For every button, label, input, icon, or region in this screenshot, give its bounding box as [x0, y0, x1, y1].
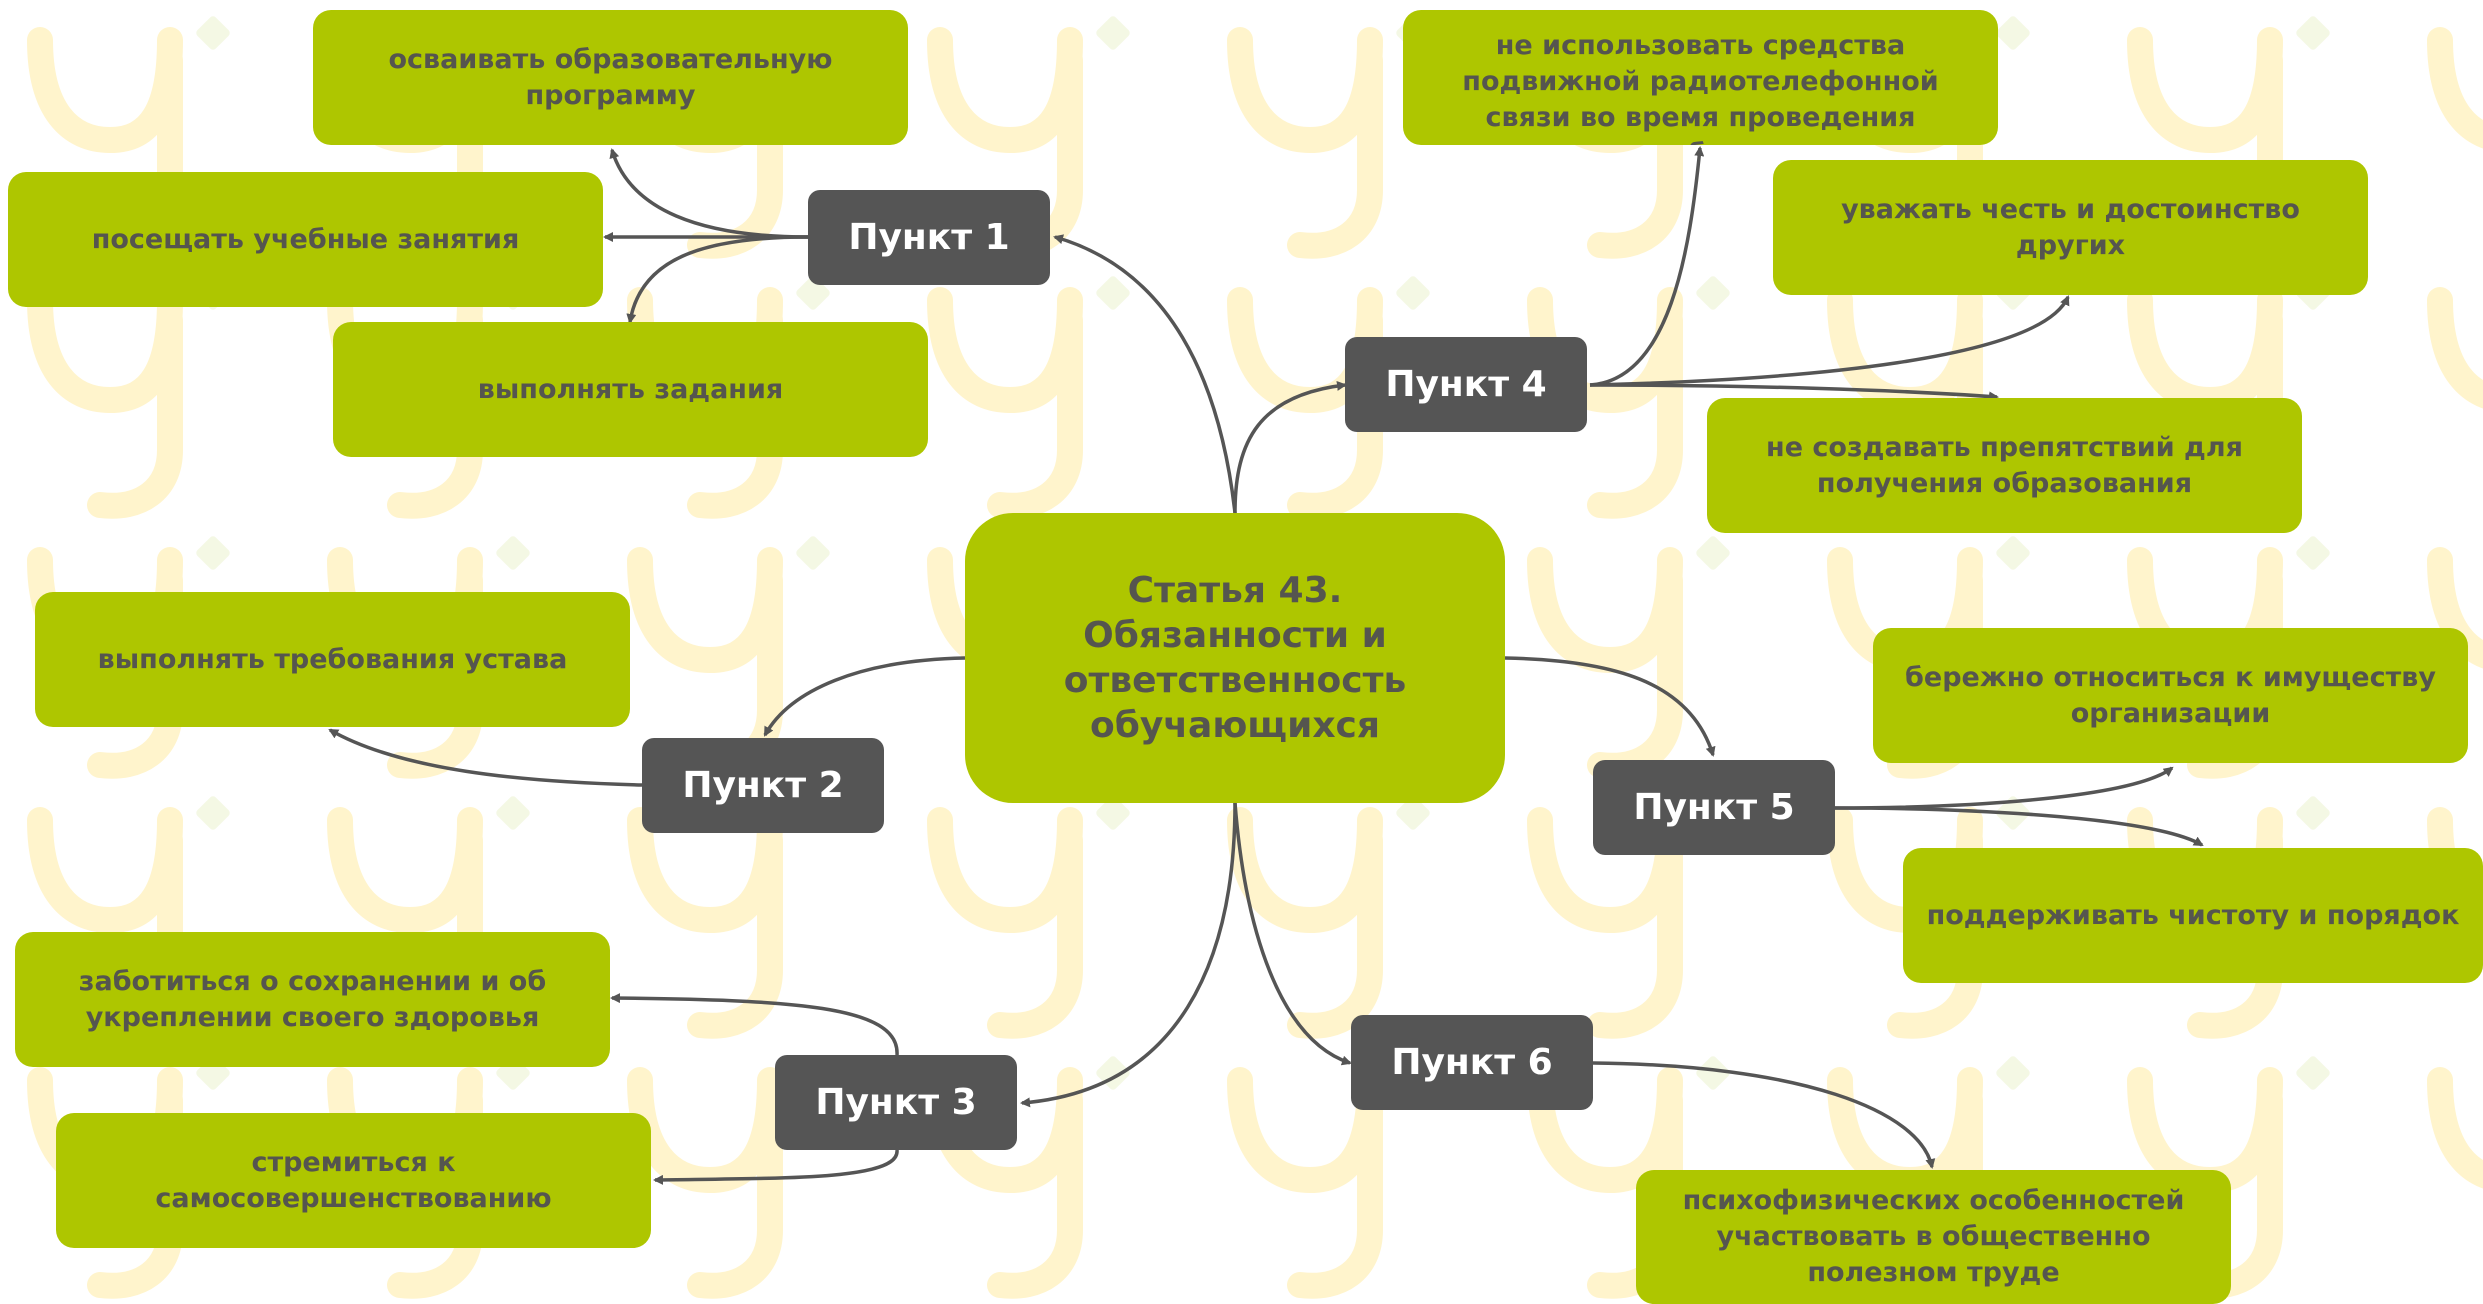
central-topic: Статья 43. Обязанности и ответственность…: [965, 513, 1505, 803]
leaf-p5-1: бережно относиться к имуществу организац…: [1873, 628, 2468, 763]
leaf-p4-3: не создавать препятствий для получения о…: [1707, 398, 2302, 533]
point-5-node: Пункт 5: [1593, 760, 1835, 855]
leaf-p4-2: уважать честь и достоинство других: [1773, 160, 2368, 295]
link-center-p6: [1233, 802, 1352, 1066]
point-4-node: Пункт 4: [1345, 337, 1587, 432]
leaf-p2-1: выполнять требования устава: [35, 592, 630, 727]
link-center-p1: [1053, 234, 1237, 514]
leaf-p6-1: психофизических особенностей участвовать…: [1636, 1170, 2231, 1304]
leaf-p5-2: поддерживать чистоту и порядок: [1903, 848, 2483, 983]
leaf-p4-1: не использовать средства подвижной радио…: [1403, 10, 1998, 145]
link-center-p2: [763, 656, 966, 737]
point-2-node: Пункт 2: [642, 738, 884, 833]
leaf-p3-2: стремиться к самосовершенствованию: [56, 1113, 651, 1248]
link-center-p5: [1504, 656, 1716, 757]
point-3-node: Пункт 3: [775, 1055, 1017, 1150]
leaf-p1-3: выполнять задания: [333, 322, 928, 457]
link-center-p4: [1233, 380, 1347, 514]
link-center-p3: [1020, 802, 1237, 1108]
leaf-p3-1: заботиться о сохранении и об укреплении …: [15, 932, 610, 1067]
leaf-p1-2: посещать учебные занятия: [8, 172, 603, 307]
point-1-node: Пункт 1: [808, 190, 1050, 285]
point-6-node: Пункт 6: [1351, 1015, 1593, 1110]
leaf-p1-1: осваивать образовательную программу: [313, 10, 908, 145]
